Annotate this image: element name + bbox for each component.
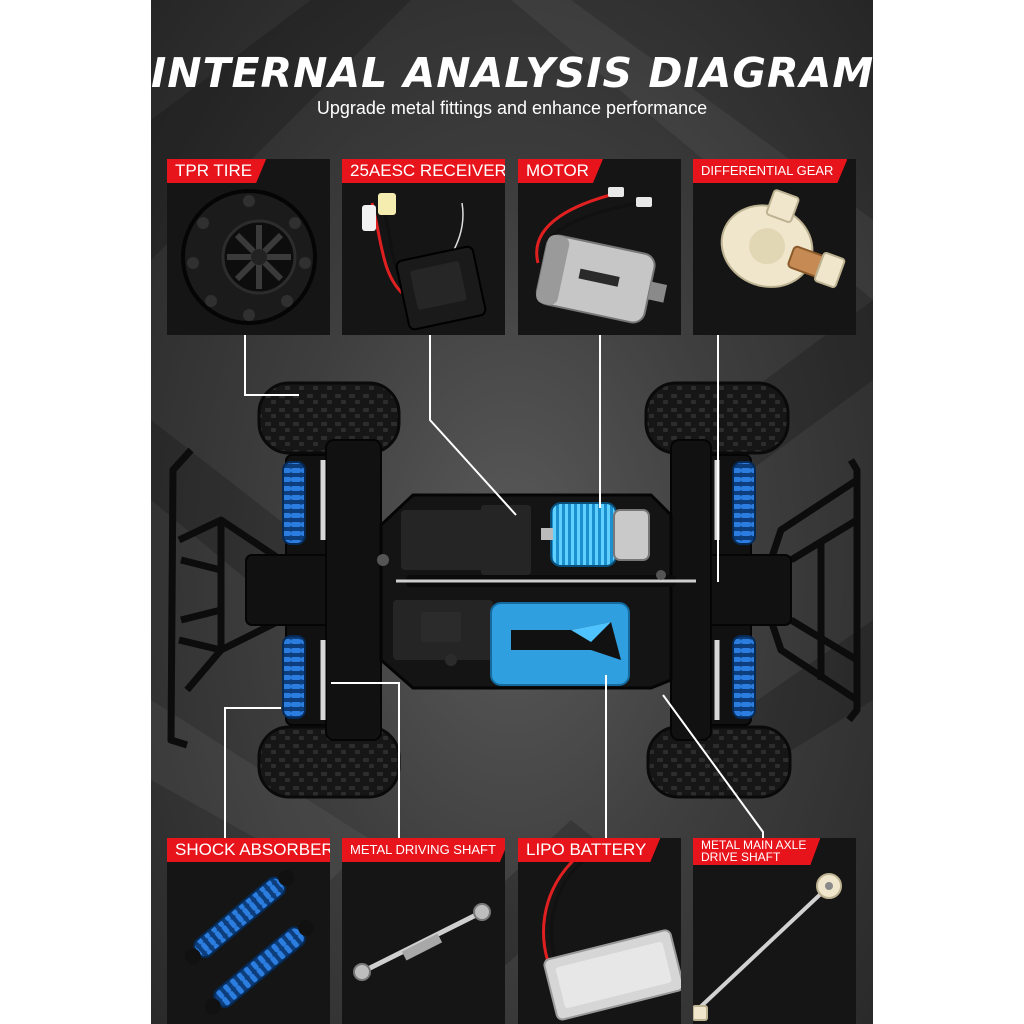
motor: [541, 502, 650, 567]
callout-lines: [224, 334, 764, 838]
component-card-differential-gear: DIFFERENTIAL GEAR: [693, 159, 856, 335]
component-card-metal-driving-shaft: METAL DRIVING SHAFT: [342, 838, 505, 1024]
component-card-metal-main-axle: METAL MAIN AXLE DRIVE SHAFT: [693, 838, 856, 1024]
component-label: DIFFERENTIAL GEAR: [693, 159, 847, 183]
receiver-icon: [362, 193, 487, 331]
component-card-receiver: 25AESC RECEIVER: [342, 159, 505, 335]
component-label: 25AESC RECEIVER: [342, 159, 505, 183]
tire-icon: [181, 189, 317, 325]
component-label: TPR TIRE: [167, 159, 266, 183]
main-axle-icon: [693, 873, 842, 1021]
component-label: MOTOR: [518, 159, 603, 183]
component-label: METAL DRIVING SHAFT: [342, 838, 505, 862]
page-title: INTERNAL ANALYSIS DIAGRAM: [151, 49, 873, 97]
component-label-line1: METAL MAIN AXLE: [701, 838, 807, 852]
component-card-motor: MOTOR: [518, 159, 681, 335]
battery-icon: [542, 862, 681, 1021]
component-label-line2: DRIVE SHAFT: [701, 850, 781, 864]
wheel: [257, 381, 792, 799]
component-card-tpr-tire: TPR TIRE: [167, 159, 330, 335]
lipo-battery: [490, 602, 630, 686]
component-card-lipo-battery: LIPO BATTERY: [518, 838, 681, 1024]
component-label: METAL MAIN AXLE DRIVE SHAFT: [693, 838, 820, 865]
differential-gear-icon: [720, 189, 846, 289]
shock-absorber-icon: [184, 870, 315, 1015]
driving-shaft-icon: [353, 903, 491, 981]
page-subtitle: Upgrade metal fittings and enhance perfo…: [316, 98, 708, 118]
shock-absorber: [282, 461, 756, 719]
component-card-shock-absorber: SHOCK ABSORBER: [167, 838, 330, 1024]
motor-icon: [535, 187, 668, 324]
component-label: LIPO BATTERY: [518, 838, 660, 862]
rc-car-chassis-icon: [167, 381, 861, 799]
component-label: SHOCK ABSORBER: [167, 838, 330, 862]
diagram-panel: INTERNAL ANALYSIS DIAGRAM Upgrade metal …: [151, 0, 873, 1024]
